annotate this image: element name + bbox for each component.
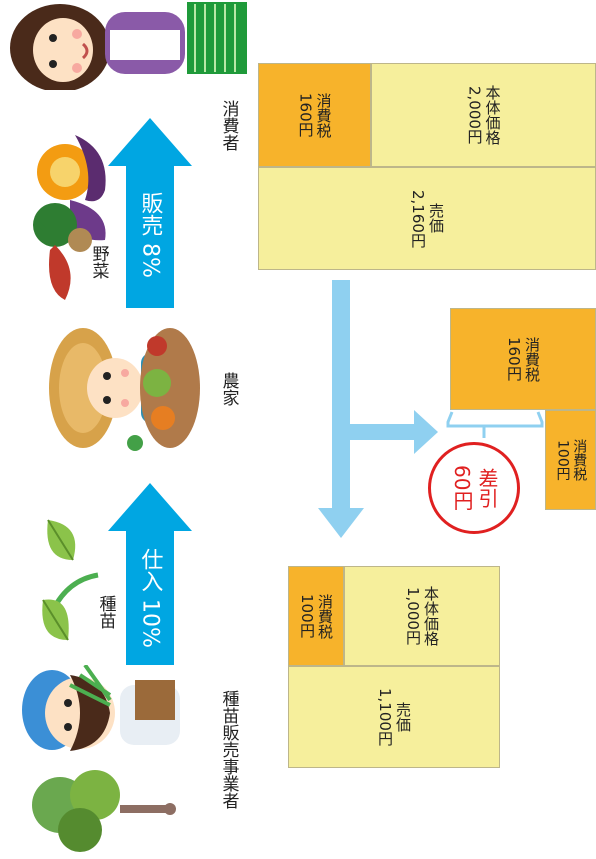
farmer-label: 農家 (218, 372, 239, 406)
seedling-illustration (42, 519, 99, 641)
farmer-illustration (49, 328, 200, 451)
flow-arrows (318, 280, 438, 538)
difference-bracket (446, 411, 544, 438)
sale-arrow-label: 販売 8% (137, 192, 163, 278)
purchase-arrow-label: 仕入 10% (137, 548, 163, 648)
seller-label: 種苗販売事業者 (218, 690, 239, 809)
vegetables-illustration (33, 135, 106, 300)
consumer-label: 消費者 (218, 100, 239, 151)
seedling-label: 種苗 (95, 595, 116, 629)
seller-illustration (22, 665, 180, 852)
consumer-illustration (10, 2, 247, 90)
vegetable-label: 野菜 (88, 245, 109, 279)
purchase-arrow (108, 483, 192, 665)
sale-arrow (108, 118, 192, 308)
